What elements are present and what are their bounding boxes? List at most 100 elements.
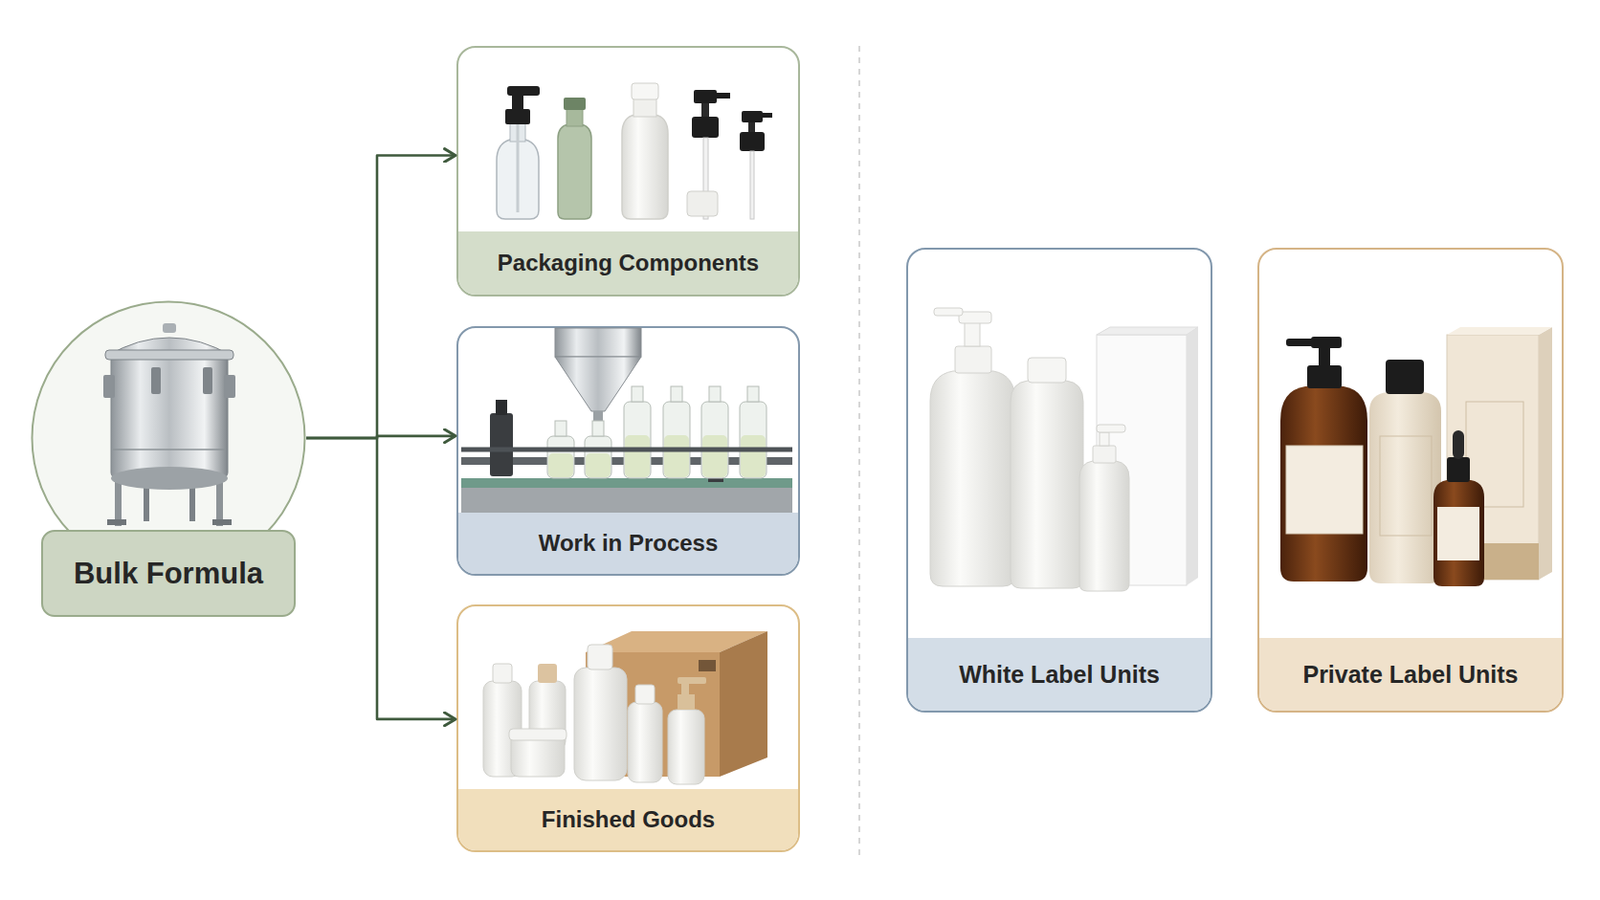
filling-line-illustration-part bbox=[593, 411, 603, 433]
packaging-illustration-part bbox=[510, 122, 526, 142]
category-card: Finished Goods bbox=[456, 604, 800, 853]
white-label-illustration-part bbox=[955, 346, 992, 374]
finished-goods-illustration bbox=[483, 631, 768, 785]
finished-goods-illustration-part bbox=[635, 685, 655, 705]
private-label-illustration-part bbox=[1286, 445, 1363, 534]
bottle-row-part bbox=[747, 386, 759, 402]
finished-goods-illustration-part bbox=[529, 681, 566, 751]
private-label-illustration-part bbox=[1446, 327, 1553, 335]
white-label-illustration-part bbox=[1079, 461, 1130, 592]
private-label-illustration-part bbox=[1318, 346, 1331, 366]
white-label-illustration-part bbox=[1186, 327, 1199, 586]
packaging-illustration-part bbox=[741, 111, 763, 123]
packaging-illustration-part bbox=[703, 137, 709, 220]
finished-goods-illustration-part bbox=[719, 631, 768, 778]
bottle-row-part bbox=[663, 401, 690, 479]
packaging-illustration-part bbox=[505, 109, 531, 125]
mixing-tank-part bbox=[105, 350, 234, 360]
white-label-illustration-part bbox=[933, 308, 963, 316]
bottle-row bbox=[547, 386, 767, 479]
bottle-row-part bbox=[547, 436, 575, 479]
packaging-illustration-part bbox=[622, 114, 668, 220]
category-card: Work in Process bbox=[456, 326, 800, 577]
bottle-row-part bbox=[585, 453, 611, 478]
white-label-illustration-part bbox=[1092, 445, 1116, 464]
bottle-row-part bbox=[702, 435, 728, 478]
category-card: White Label Units bbox=[906, 247, 1213, 713]
packaging-illustration bbox=[496, 83, 773, 220]
mixing-tank-part bbox=[107, 337, 232, 356]
label-band: White Label Units bbox=[908, 638, 1211, 712]
packaging-illustration-part bbox=[516, 124, 520, 213]
private-label-illustration-part bbox=[1280, 386, 1368, 582]
finished-goods-illustration-part bbox=[587, 644, 613, 670]
mixing-tank-part bbox=[223, 375, 236, 399]
white-label-illustration-part bbox=[930, 371, 1016, 587]
private-label-illustration-part bbox=[1433, 480, 1485, 587]
mixing-tank-part bbox=[112, 448, 226, 451]
mixing-tank-part bbox=[107, 519, 127, 526]
mixing-tank-part bbox=[143, 483, 150, 522]
finished-goods-illustration-part bbox=[492, 664, 512, 684]
label-band: Finished Goods bbox=[458, 789, 799, 851]
packaging-illustration-part bbox=[633, 97, 657, 117]
label-box: Bulk Formula bbox=[41, 530, 296, 618]
mixing-tank bbox=[103, 323, 236, 527]
private-label-illustration-part bbox=[1311, 336, 1342, 349]
packaging-illustration-part bbox=[511, 95, 524, 110]
private-label-illustration-part bbox=[1307, 365, 1342, 389]
filling-line-illustration-part bbox=[461, 457, 793, 466]
mixing-tank-part bbox=[212, 519, 232, 526]
filling-line-illustration-part bbox=[708, 449, 724, 483]
private-label-illustration-part bbox=[1437, 507, 1480, 561]
mixing-tank-part bbox=[202, 367, 213, 395]
private-label-illustration bbox=[1280, 327, 1553, 587]
packaging-illustration-part bbox=[687, 191, 718, 217]
filling-line-illustration-part bbox=[555, 328, 642, 357]
white-label-illustration-part bbox=[1096, 334, 1187, 586]
node-label: Bulk Formula bbox=[73, 556, 264, 592]
bottle-row-part bbox=[739, 401, 767, 479]
white-label-illustration-part bbox=[964, 321, 980, 347]
packaging-illustration-part bbox=[557, 124, 592, 220]
private-label-illustration-part bbox=[1385, 359, 1424, 395]
label-band: Work in Process bbox=[458, 512, 799, 575]
white-label-illustration-part bbox=[1027, 357, 1067, 383]
packaging-illustration-part bbox=[693, 89, 717, 104]
white-label-illustration-part bbox=[1096, 424, 1126, 433]
node-label: Finished Goods bbox=[541, 806, 715, 834]
white-label-illustration-part bbox=[1099, 432, 1110, 446]
category-card: Private Label Units bbox=[1257, 247, 1564, 713]
packaging-illustration-part bbox=[701, 103, 710, 119]
private-label-illustration-part bbox=[1369, 392, 1442, 584]
finished-goods-illustration-part bbox=[698, 660, 716, 672]
finished-goods-illustration-part bbox=[511, 733, 565, 778]
packaging-illustration-part bbox=[691, 116, 719, 138]
flow-arrow bbox=[306, 438, 456, 720]
packaging-illustration-part bbox=[748, 122, 756, 134]
private-label-illustration-part bbox=[1446, 334, 1539, 580]
private-label-illustration-part bbox=[1286, 338, 1315, 347]
finished-goods-illustration-part bbox=[585, 631, 768, 653]
private-label-illustration-part bbox=[1538, 327, 1553, 580]
packaging-illustration-part bbox=[631, 83, 659, 100]
bottle-row-part bbox=[555, 421, 567, 437]
mixing-tank-part bbox=[216, 478, 223, 527]
node-label: White Label Units bbox=[958, 661, 1160, 689]
finished-goods-illustration-part bbox=[667, 710, 705, 785]
category-card: Packaging Components bbox=[456, 45, 800, 297]
finished-goods-illustration-part bbox=[483, 681, 522, 778]
white-label-illustration-part bbox=[958, 311, 992, 324]
divider-line bbox=[858, 45, 861, 857]
packaging-illustration-part bbox=[566, 107, 583, 127]
node-label: Packaging Components bbox=[497, 249, 759, 277]
finished-goods-illustration-part bbox=[574, 667, 627, 781]
mixing-tank-part bbox=[103, 375, 115, 399]
node-label: Private Label Units bbox=[1302, 661, 1518, 689]
private-label-illustration-part bbox=[1446, 457, 1470, 483]
mixing-tank-part bbox=[114, 478, 122, 527]
mixing-tank-part bbox=[151, 367, 161, 395]
mixing-tank-part bbox=[189, 483, 196, 522]
packaging-illustration-part bbox=[507, 86, 540, 96]
